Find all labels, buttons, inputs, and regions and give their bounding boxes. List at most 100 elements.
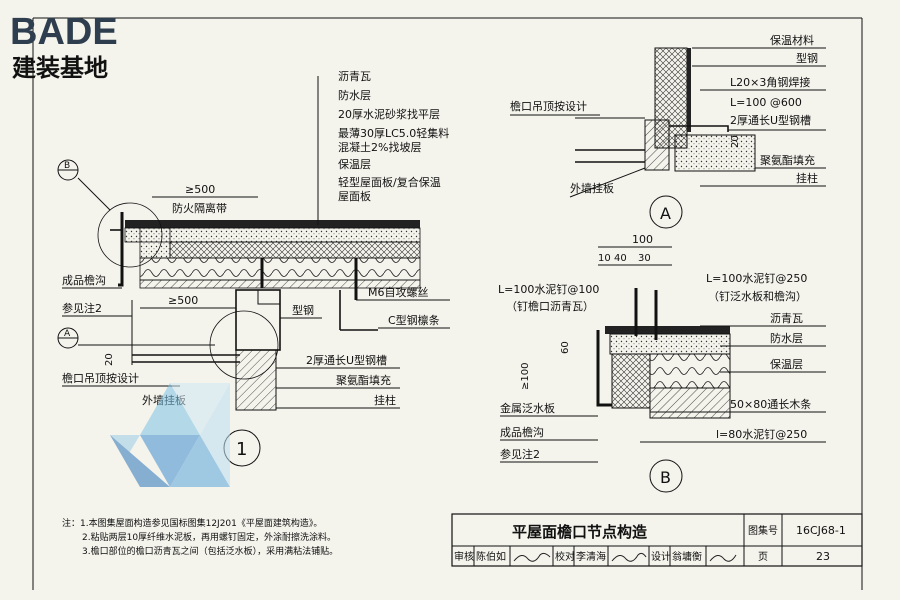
watermark-logo — [110, 383, 230, 487]
label: 50×80通长木条 — [730, 397, 811, 411]
fire-belt-label: 防火隔离带 — [172, 201, 227, 215]
label: L=100 @600 — [730, 96, 802, 109]
checker-name: 李清海 — [576, 550, 606, 563]
dim-b-v1: ≥100 — [520, 363, 531, 390]
dim-b-v2: 60 — [560, 341, 571, 354]
reviewer-name: 陈伯如 — [476, 550, 506, 563]
detail-a-circle — [649, 195, 683, 229]
designer-name: 翁墉衡 — [672, 550, 702, 563]
label-purlin: C型钢檩条 — [388, 313, 440, 327]
label-steel: 型钢 — [292, 303, 314, 317]
label-ceiling: 檐口吊顶按设计 — [62, 371, 139, 385]
reviewer-signature — [513, 552, 551, 562]
leader — [569, 167, 646, 198]
drawing-title: 平屋面檐口节点构造 — [512, 523, 647, 541]
waterproof-b — [609, 333, 731, 355]
shingle-b — [605, 326, 730, 334]
notes: 注：1.本图集屋面构造参见国标图集12J201《平屋面建筑构造》。 2.粘贴两层… — [62, 517, 338, 557]
dim-b-part: 40 — [614, 253, 627, 264]
layer-label: 屋面板 — [338, 189, 371, 203]
label-u-channel: 2厚通长U型钢槽 — [306, 353, 387, 367]
label: 参见注2 — [500, 447, 540, 461]
logo-brand: BADE — [10, 11, 118, 53]
layer-label: 20厚水泥砂浆找平层 — [338, 107, 440, 121]
label: 外墙挂板 — [570, 181, 614, 195]
detail-b-letter: B — [660, 468, 671, 487]
label: 防水层 — [770, 331, 803, 345]
design-label: 设计 — [651, 550, 671, 563]
detail-b-circle — [649, 459, 683, 493]
label-note2: 参见注2 — [62, 301, 102, 315]
label: L=100水泥钉@100 — [498, 283, 599, 296]
detail-a-dim: 20 — [730, 135, 741, 148]
insulation-layer — [139, 257, 421, 281]
logo-subtitle: 建装基地 — [12, 54, 108, 82]
atlas-number: 16CJ68-1 — [796, 524, 846, 537]
detail-a-letter: A — [660, 204, 671, 223]
dim-b-part: 10 — [598, 253, 611, 264]
label: L20×3角钢焊接 — [730, 75, 810, 89]
title-block: 平屋面檐口节点构造 图集号 16CJ68-1 审核 陈伯如 校对 李清海 设计 … — [451, 513, 863, 567]
label: l=80水泥钉@250 — [716, 428, 807, 441]
page-number: 23 — [816, 550, 830, 563]
label: （钉泛水板和檐沟） — [708, 289, 807, 303]
atlas-label: 图集号 — [748, 524, 778, 537]
layer-label: 沥青瓦 — [338, 70, 371, 83]
callout-b-leader — [77, 177, 111, 211]
dim-b-part: 30 — [638, 253, 651, 264]
foam-fill — [674, 134, 756, 172]
label-post: 挂柱 — [374, 393, 396, 407]
note-line: 2.粘贴两层10厚纤维水泥板，再用螺钉固定，外涂耐擦洗涂料。 — [82, 531, 336, 543]
layer-labels: 沥青瓦 防水层 20厚水泥砂浆找平层 最薄30厚LC5.0轻集料 混凝土2%找坡… — [338, 70, 449, 203]
wall-panel — [235, 349, 277, 411]
label: 保温层 — [770, 357, 803, 371]
roof-board-layer — [139, 279, 421, 289]
label-screw: M6自攻螺丝 — [368, 285, 429, 299]
label-foam: 聚氨酯填充 — [336, 373, 391, 387]
label-gutter: 成品檐沟 — [62, 273, 106, 287]
detail1-right-labels: M6自攻螺丝 C型钢檩条 型钢 2厚通长U型钢槽 聚氨酯填充 挂柱 — [276, 285, 450, 409]
steel-flange — [257, 289, 281, 305]
label: 沥青瓦 — [770, 312, 803, 325]
layer-label: 防水层 — [338, 88, 371, 102]
detail-b-left-labels: L=100水泥钉@100 （钉檐口沥青瓦） 金属泛水板 成品檐沟 参见注2 — [498, 283, 599, 463]
label: 金属泛水板 — [500, 401, 555, 415]
bade-logo: BADE 建装基地 — [10, 11, 118, 82]
shingle-layer — [125, 220, 420, 228]
dim-top-text: ≥500 — [185, 183, 215, 196]
label: 聚氨酯填充 — [760, 153, 815, 167]
detail-b-marker-circle — [97, 202, 163, 268]
label: 挂柱 — [796, 171, 818, 185]
insulation-b — [649, 353, 731, 389]
label: L=100水泥钉@250 — [706, 272, 807, 285]
layer-label: 保温层 — [338, 157, 371, 171]
label: 2厚通长U型钢槽 — [730, 113, 811, 127]
detail-a: A 20 保温材料 型钢 L20×3角钢焊接 L=100 @600 2厚通长U型… — [510, 33, 826, 229]
metal-flashing — [596, 330, 612, 407]
fire-belt — [139, 227, 171, 259]
review-label: 审核 — [454, 550, 474, 563]
callout-a-letter: A — [64, 329, 71, 339]
label: （钉檐口沥青瓦） — [506, 299, 594, 313]
title-block-frame — [451, 513, 863, 567]
detail-1-number: 1 — [236, 439, 247, 460]
checker-signature — [611, 552, 647, 562]
label: 檐口吊顶按设计 — [510, 99, 587, 113]
dim-b-total: 100 — [632, 233, 653, 246]
callout-b-letter: B — [64, 161, 70, 171]
layer-label: 轻型屋面板/复合保温 — [338, 175, 441, 189]
label: 成品檐沟 — [500, 425, 544, 439]
deck-b — [649, 387, 731, 419]
designer-signature — [709, 554, 737, 562]
layer-label: 混凝土2%找坡层 — [338, 140, 421, 154]
label: 保温材料 — [770, 33, 814, 47]
note-line: 注：1.本图集屋面构造参见国标图集12J201《平屋面建筑构造》。 — [62, 517, 322, 529]
slope-layer — [169, 241, 421, 259]
gutter — [118, 212, 124, 287]
note-line: 3.檐口部位的檐口沥青瓦之间（包括泛水板），采用满粘法铺贴。 — [82, 545, 338, 557]
detail-b-right-labels: L=100水泥钉@250 （钉泛水板和檐沟） 沥青瓦 防水层 保温层 50×80… — [640, 272, 826, 443]
check-label: 校对 — [555, 550, 575, 563]
detail-a-labels: 保温材料 型钢 L20×3角钢焊接 L=100 @600 2厚通长U型钢槽 聚氨… — [510, 33, 826, 198]
